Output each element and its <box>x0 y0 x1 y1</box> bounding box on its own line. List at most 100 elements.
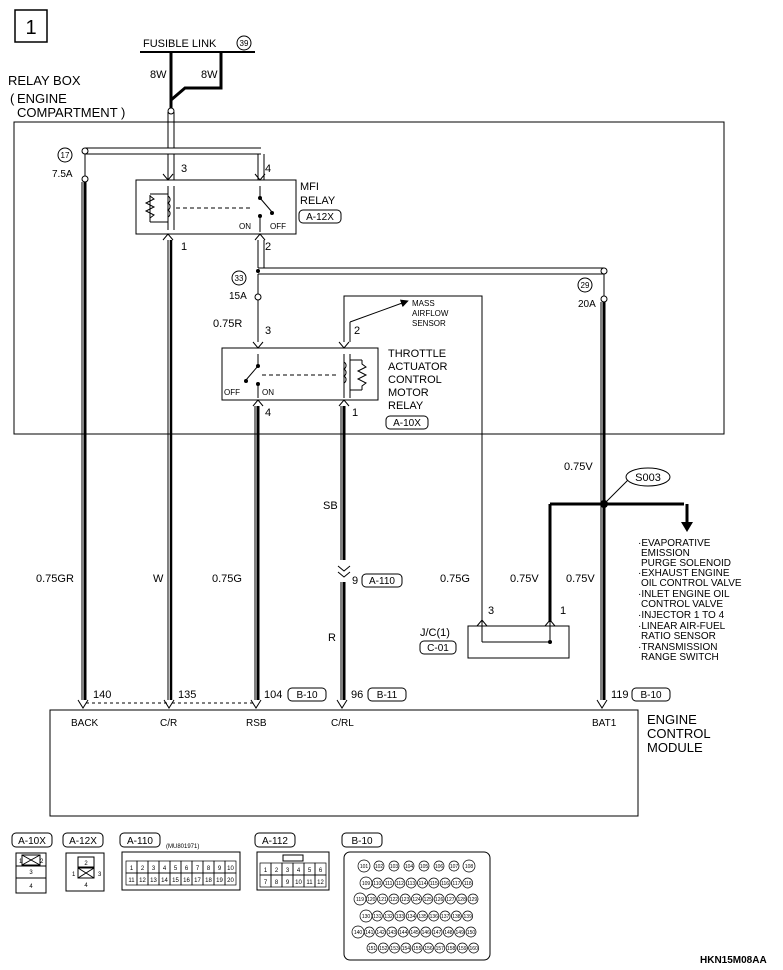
pin-circle <box>445 942 457 954</box>
pin-label: 12 <box>317 880 324 886</box>
splice-label: S003 <box>635 472 661 484</box>
svg-text:C/R: C/R <box>160 718 177 729</box>
pin-circle <box>400 942 412 954</box>
pin-label: 125 <box>424 897 433 903</box>
wire-bat: 0.75V <box>566 573 595 585</box>
pin-label: 107 <box>450 864 459 870</box>
pin-label: 7 <box>264 880 268 886</box>
pin-label: 4 <box>297 868 301 874</box>
pin-circle <box>383 910 394 922</box>
pin-circle <box>454 926 466 938</box>
pin-label: 127 <box>446 897 455 903</box>
svg-text:PURGE SOLENOID: PURGE SOLENOID <box>641 558 731 569</box>
svg-text:A-12X: A-12X <box>69 836 97 847</box>
pin-label: 13 <box>150 878 157 884</box>
svg-text:OFF: OFF <box>224 388 240 397</box>
svg-text:A-110: A-110 <box>127 836 153 847</box>
mfi-relay-line2: RELAY <box>300 195 336 207</box>
pin-circle <box>411 893 422 905</box>
pin-circle <box>451 910 462 922</box>
relay-box-line1: RELAY BOX <box>8 73 81 88</box>
pin-circle <box>377 942 389 954</box>
svg-text:C/RL: C/RL <box>331 718 354 729</box>
pin-label: 20 <box>227 878 234 884</box>
pin-circle <box>462 910 474 922</box>
svg-text:4: 4 <box>265 407 271 419</box>
middle-bus <box>254 240 608 301</box>
svg-text:B-10: B-10 <box>640 690 662 701</box>
pin-label: 101 <box>360 864 369 870</box>
ecm-line2: CONTROL <box>647 726 711 741</box>
svg-text:1: 1 <box>19 859 23 865</box>
pin-label: 153 <box>390 946 399 952</box>
fuse-33-rating: 15A <box>229 291 247 302</box>
pin-label: 110 <box>373 881 381 887</box>
pin-label: 120 <box>367 897 376 903</box>
pin-label: 137 <box>441 914 450 920</box>
svg-text:B-10: B-10 <box>296 690 318 701</box>
svg-text:1: 1 <box>181 241 187 253</box>
pin-circle <box>418 860 430 872</box>
junction-connector: 3 1 J/C(1) C-01 <box>419 605 570 659</box>
pin-label: 118 <box>464 881 472 887</box>
throttle-relay-line4: MOTOR <box>388 387 429 399</box>
pin-circle <box>377 893 388 905</box>
pin-label: 154 <box>402 946 411 952</box>
ecm-line3: MODULE <box>647 740 703 755</box>
pin-circle <box>386 926 398 938</box>
pin-label: 126 <box>435 897 444 903</box>
output-list: ·EVAPORATIVE EMISSION PURGE SOLENOID ·EX… <box>638 538 742 663</box>
svg-text:3: 3 <box>29 870 33 876</box>
maf-line1: MASS <box>412 299 435 308</box>
svg-text:140: 140 <box>93 689 111 701</box>
pin-label: 141 <box>365 930 374 936</box>
svg-text:·EXHAUST ENGINE: ·EXHAUST ENGINE <box>638 568 730 579</box>
pin-label: 155 <box>413 946 422 952</box>
pin-circle <box>462 859 476 873</box>
svg-text:CONTROL VALVE: CONTROL VALVE <box>641 599 723 610</box>
svg-text:(: ( <box>10 91 15 106</box>
pin-label: 157 <box>436 946 445 952</box>
junction-connector-id: C-01 <box>427 643 449 654</box>
pin-label: 145 <box>410 930 419 936</box>
mfi-relay-connector: A-12X <box>306 212 334 223</box>
mfi-relay-line1: MFI <box>300 181 319 193</box>
svg-text:2: 2 <box>265 241 271 253</box>
pin-label: 122 <box>390 897 399 903</box>
svg-text:2: 2 <box>84 861 88 867</box>
junction-label: J/C(1) <box>420 627 450 639</box>
pin-label: 3 <box>286 868 290 874</box>
svg-text:4: 4 <box>29 884 33 890</box>
svg-text:OIL CONTROL VALVE: OIL CONTROL VALVE <box>641 578 742 589</box>
wire-jc3: 0.75G <box>440 573 470 585</box>
pin-label: 14 <box>161 878 168 884</box>
pin-circle <box>420 926 432 938</box>
pin-label: 146 <box>422 930 431 936</box>
pin-label: 133 <box>396 914 405 920</box>
pin-label: 138 <box>452 914 461 920</box>
pin-label: 147 <box>433 930 442 936</box>
pin-label: 143 <box>388 930 397 936</box>
pin-label: 131 <box>373 914 382 920</box>
pin-label: 1 <box>130 866 134 872</box>
pin-label: 1 <box>264 868 268 874</box>
throttle-relay-connector: A-10X <box>393 418 421 429</box>
a110-inline-connector: A-110 <box>369 576 395 587</box>
pin-cell <box>314 874 327 888</box>
pin-label: 8 <box>207 866 211 872</box>
pin-label: 10 <box>295 880 302 886</box>
pin-label: 140 <box>354 930 363 936</box>
pin-circle <box>431 926 443 938</box>
pin-circle <box>399 893 411 905</box>
svg-text:A-10X: A-10X <box>18 836 46 847</box>
pin-label: 10 <box>227 866 234 872</box>
pin-label: 104 <box>405 864 414 870</box>
pin-label: 18 <box>205 878 212 884</box>
svg-text:1: 1 <box>72 872 76 878</box>
wire-back: 0.75GR <box>36 573 74 585</box>
pin-circle <box>468 942 480 954</box>
